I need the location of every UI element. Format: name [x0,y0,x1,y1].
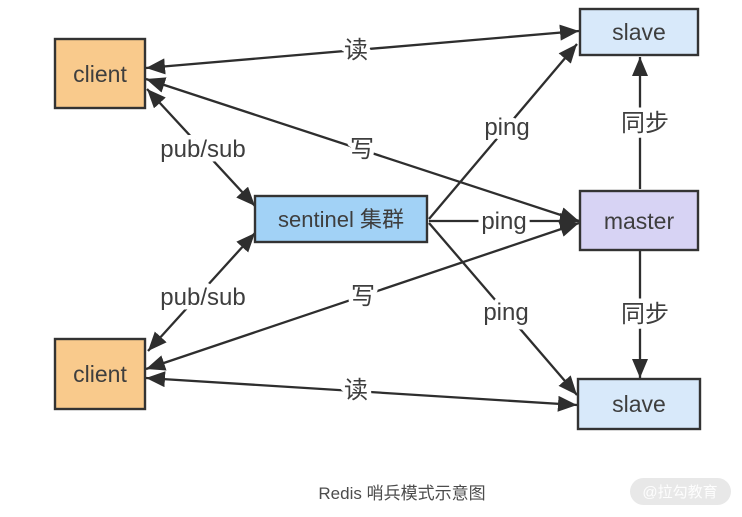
write-label-top: 写 [350,136,374,163]
watermark-label: @拉勾教育 [642,484,717,501]
sentinel-label: sentinel 集群 [278,207,404,232]
slave-bottom-label: slave [612,391,666,417]
master-label: master [604,208,675,234]
ping-label-master: ping [481,208,526,235]
sync-label-top: 同步 [621,110,669,137]
slave-top-node: slave [578,7,700,57]
sentinel-node: sentinel 集群 [253,194,429,244]
client-bottom-box [53,337,147,411]
pubsub-arrow-top [146,88,256,207]
master-box [578,189,700,252]
write-arrow-bottom [145,221,580,371]
sync-label-bottom: 同步 [621,301,669,328]
client-bottom-node: client [53,337,147,411]
slave-top-label: slave [612,19,666,45]
watermark-pill [630,478,731,505]
diagram-caption: Redis 哨兵模式示意图 [318,484,485,503]
client-bottom-label: client [73,361,127,387]
sentinel-box [253,194,429,244]
ping-label-slave-bottom: ping [483,299,528,326]
slave-bottom-node: slave [576,377,702,431]
read-label-top: 读 [344,37,368,64]
client-top-label: client [73,61,127,87]
pubsub-label-bottom: pub/sub [160,284,245,311]
slave-top-box [578,7,700,57]
watermark: @拉勾教育 [630,478,731,505]
slave-bottom-box [576,377,702,431]
read-arrow-top [145,24,580,75]
client-top-node: client [53,37,147,110]
master-node: master [578,189,700,252]
read-arrow-bottom [145,371,578,412]
client-top-box [53,37,147,110]
ping-label-slave-top: ping [484,114,529,141]
write-label-bottom: 写 [351,283,375,310]
ping-arrow-slave-top [428,43,578,220]
pubsub-label-top: pub/sub [160,136,245,163]
read-label-bottom: 读 [344,377,368,404]
ping-arrow-slave-bottom [428,222,578,396]
